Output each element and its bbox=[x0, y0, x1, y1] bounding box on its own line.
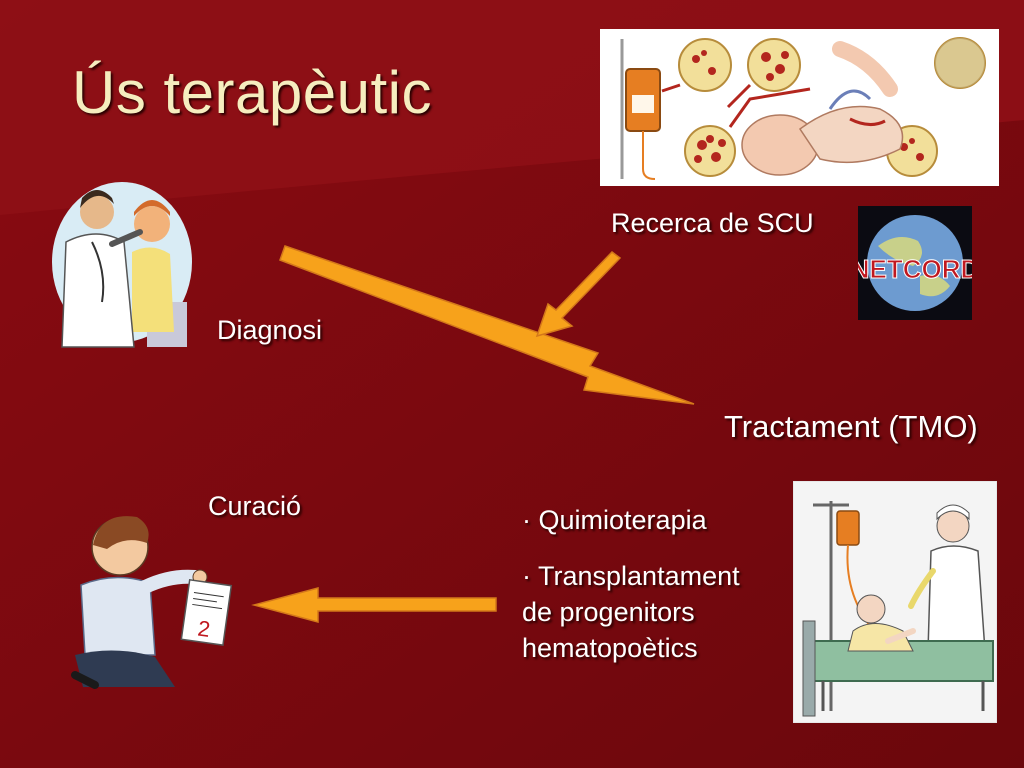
logo-text: NETCORD bbox=[858, 254, 972, 284]
treatment-bullet-list: · Quimioterapia · Transplantament de pro… bbox=[522, 502, 740, 686]
netcord-logo: NETCORD bbox=[858, 206, 972, 320]
child-calendar-illustration: 2 bbox=[71, 516, 233, 689]
arrow-to-treatment bbox=[279, 245, 695, 405]
calendar-number: 2 bbox=[196, 616, 212, 642]
diagnosis-label: Diagnosi bbox=[217, 315, 323, 345]
research-label: Recerca de SCU bbox=[611, 208, 814, 238]
bullet-text: hematopoètics bbox=[522, 633, 698, 663]
arrow-to-cure bbox=[251, 587, 497, 623]
bullet-marker: · bbox=[522, 561, 531, 591]
bullet-chemotherapy: · Quimioterapia bbox=[522, 502, 740, 538]
treatment-label: Tractament (TMO) bbox=[724, 409, 978, 444]
bullet-text: Quimioterapia bbox=[538, 505, 707, 535]
bullet-transplant: · Transplantament de progenitors hematop… bbox=[522, 558, 740, 666]
page-title: Ús terapèutic bbox=[72, 59, 432, 126]
arrow-research-down bbox=[535, 251, 622, 338]
cure-label: Curació bbox=[208, 491, 302, 521]
bullet-text: de progenitors bbox=[522, 597, 695, 627]
hospital-patient-illustration bbox=[793, 481, 997, 723]
cord-blood-diagram bbox=[600, 29, 999, 186]
doctor-examination-illustration bbox=[52, 182, 192, 348]
bullet-text: Transplantament bbox=[538, 561, 740, 591]
bullet-marker: · bbox=[522, 505, 531, 535]
